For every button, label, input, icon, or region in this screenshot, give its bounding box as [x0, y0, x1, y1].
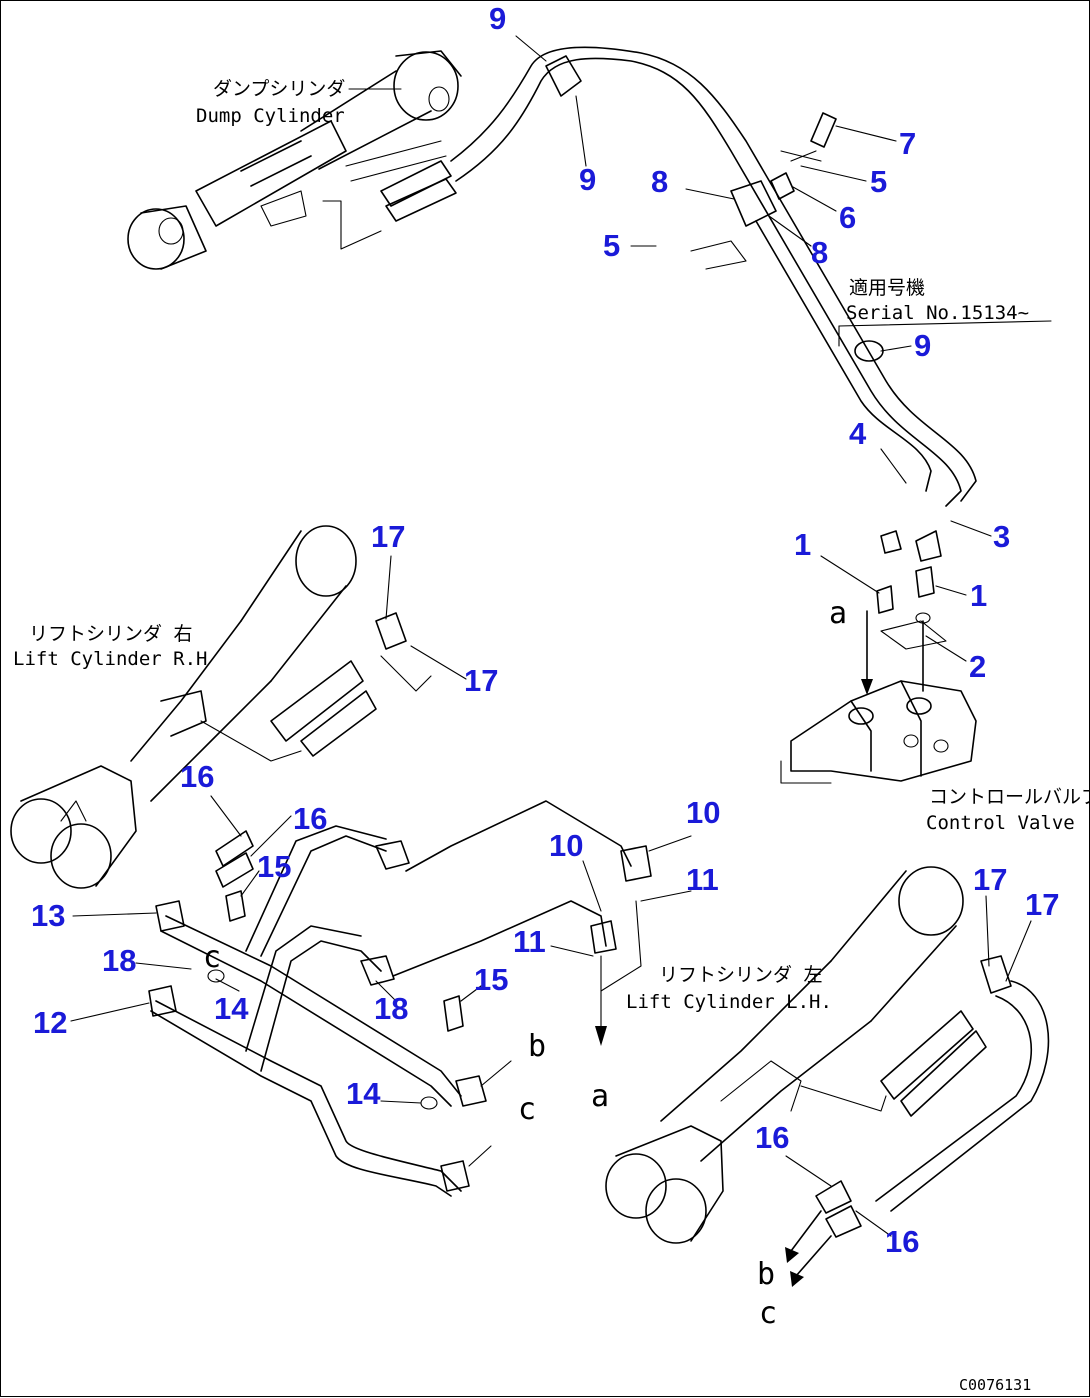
- callout-17: 17: [1025, 887, 1059, 922]
- letter-a-valve: a: [829, 596, 847, 631]
- lift-cylinder-rh: [10, 525, 432, 889]
- callout-10: 10: [686, 795, 720, 830]
- callout-14: 14: [346, 1076, 381, 1111]
- callout-18: 18: [374, 991, 408, 1026]
- callout-9: 9: [914, 328, 931, 363]
- callout-12: 12: [33, 1005, 67, 1040]
- control-valve-label-en: Control Valve: [926, 812, 1075, 834]
- lift-rh-label-en: Lift Cylinder R.H: [13, 648, 207, 670]
- letter-c-lh: c: [759, 1296, 777, 1331]
- letter-c-fitting: c: [203, 940, 221, 975]
- callout-8: 8: [811, 235, 828, 270]
- callout-17: 17: [371, 519, 405, 554]
- callout-9: 9: [579, 162, 596, 197]
- callout-16: 16: [293, 801, 327, 836]
- callout-7: 7: [899, 126, 916, 161]
- callout-5: 5: [870, 164, 887, 199]
- letter-a-tube: a: [591, 1079, 609, 1114]
- clamp-hardware: [690, 112, 837, 270]
- lift-rh-label-jp: リフトシリンダ 右: [29, 623, 192, 645]
- lift-cylinder-lh: [605, 866, 1050, 1287]
- lift-lh-label-jp: リフトシリンダ 左: [659, 964, 822, 986]
- callout-11: 11: [513, 924, 546, 959]
- letter-b-lh: b: [757, 1257, 775, 1292]
- callout-15: 15: [474, 962, 508, 997]
- control-valve-label-jp: コントロールバルブ: [929, 785, 1090, 808]
- callout-5: 5: [603, 228, 620, 263]
- callout-14: 14: [214, 991, 249, 1026]
- leader-lines: [70, 35, 1052, 1237]
- dump-tubes: [450, 46, 977, 507]
- callout-17: 17: [973, 862, 1007, 897]
- dump-cylinder-label-jp: ダンプシリンダ: [213, 78, 345, 100]
- callout-16: 16: [755, 1120, 789, 1155]
- callout-1: 1: [970, 578, 987, 613]
- serial-label-jp: 適用号機: [849, 277, 925, 299]
- control-valve: [780, 530, 977, 784]
- callout-17: 17: [464, 663, 498, 698]
- callout-16: 16: [885, 1224, 919, 1259]
- callout-3: 3: [993, 519, 1010, 554]
- drawing-code: C0076131: [959, 1376, 1031, 1394]
- dump-cylinder-label-en: Dump Cylinder: [196, 105, 345, 127]
- letter-b-tube: b: [528, 1029, 546, 1064]
- letter-c-tube: c: [518, 1092, 536, 1127]
- callout-11: 11: [686, 862, 719, 897]
- callout-10: 10: [549, 828, 583, 863]
- callout-1: 1: [794, 527, 811, 562]
- lift-lh-label-en: Lift Cylinder L.H.: [626, 991, 832, 1013]
- callout-9: 9: [489, 1, 506, 36]
- callout-18: 18: [102, 943, 136, 978]
- callout-4: 4: [849, 416, 867, 451]
- callout-2: 2: [969, 649, 986, 684]
- callout-13: 13: [31, 898, 65, 933]
- callout-15: 15: [257, 849, 291, 884]
- callout-6: 6: [839, 200, 856, 235]
- lift-tubes: [148, 800, 652, 1197]
- dump-cylinder: [127, 50, 462, 270]
- callout-8: 8: [651, 164, 668, 199]
- callout-16: 16: [180, 759, 214, 794]
- serial-label-en: Serial No.15134~: [846, 302, 1029, 324]
